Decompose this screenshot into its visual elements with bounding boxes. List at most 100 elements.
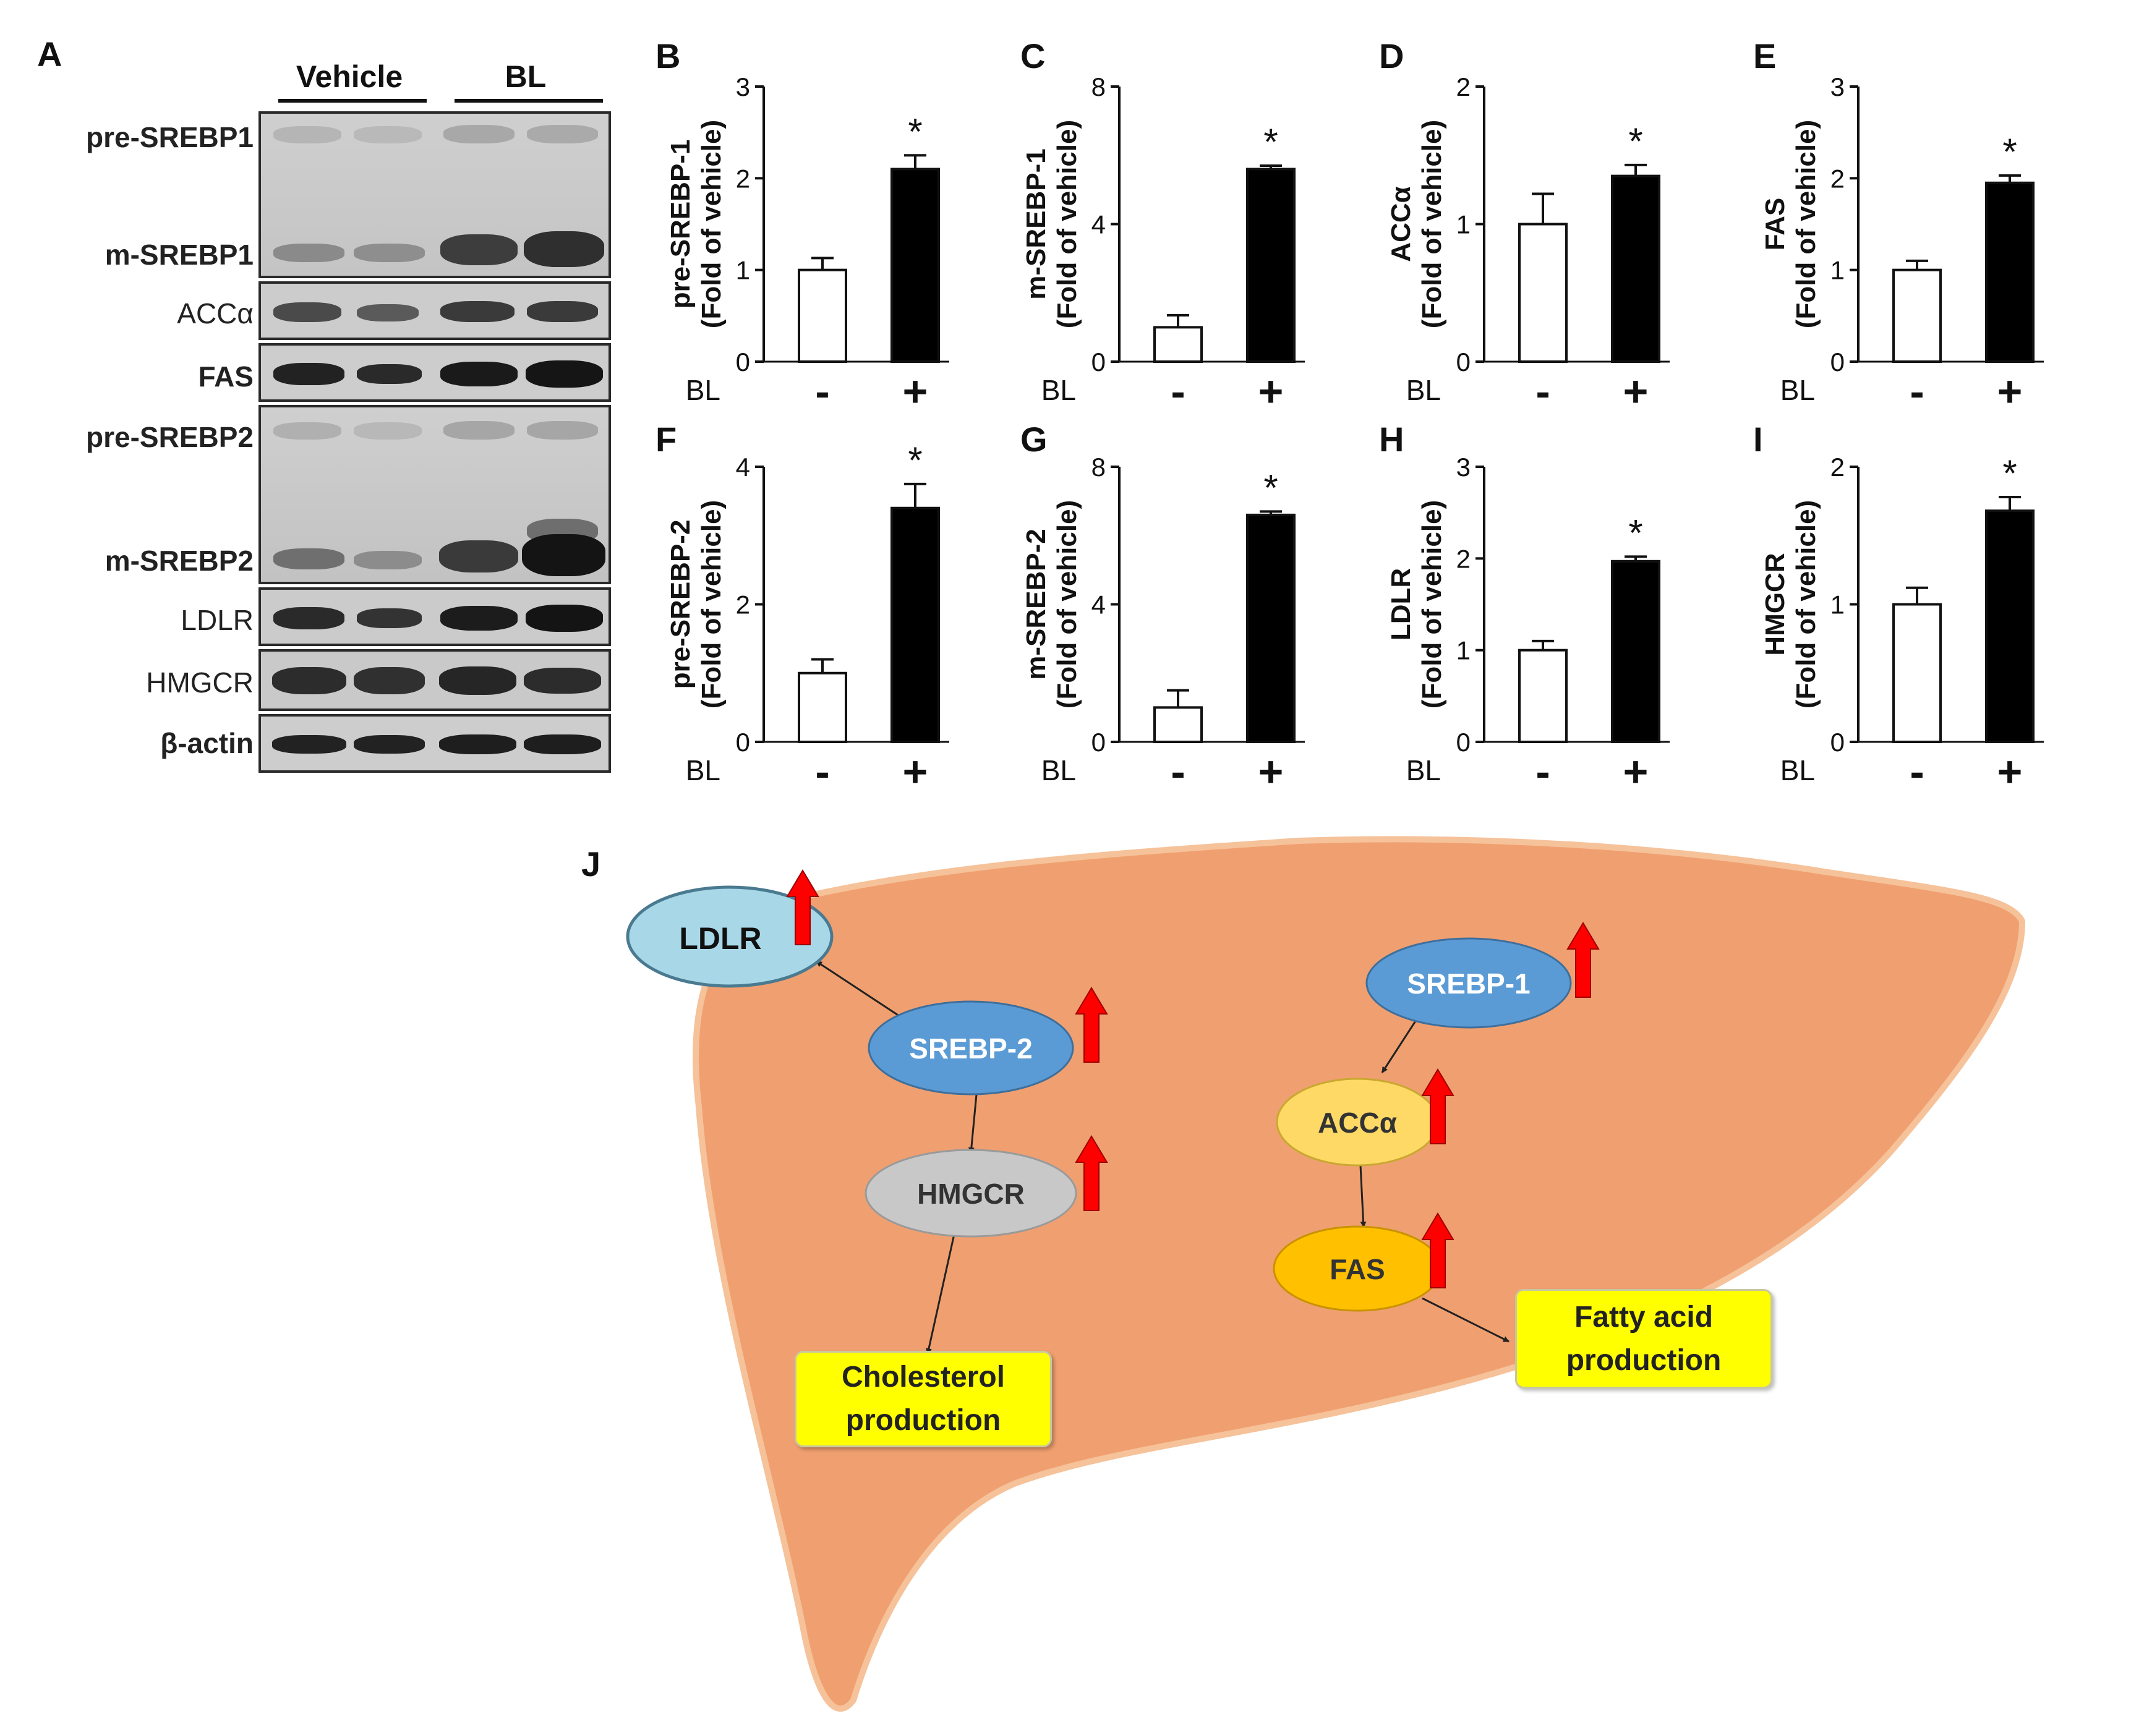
band-hmgcr-3 [439,666,516,695]
y-label-i-0: HMGCR [1760,553,1790,655]
node-acca: ACCα [1276,1078,1439,1167]
box-cholesterol-production: Cholesterol production [795,1351,1052,1447]
y-label-c-0: m-SREBP-1 [1021,148,1051,300]
bar-e-0 [1892,268,1942,363]
x-tick-label-g-0: - [1171,747,1185,796]
node-srebp2: SREBP-2 [868,1000,1074,1096]
blot-label-m-srebp2: m-SREBP2 [105,545,254,577]
y-label-f-1: (Fold of vehicle) [696,500,727,708]
y-label-g-1: (Fold of vehicle) [1052,500,1082,708]
blot-label-fas: FAS [198,360,254,393]
x-tick-label-h-1: + [1623,747,1649,796]
panel-letter-b: B [656,36,680,75]
band-actin-3 [439,734,516,754]
y-tick-label-f-2: 4 [736,453,750,482]
y-tick-label-e-3: 3 [1830,72,1845,101]
y-tick-label-e-1: 1 [1830,256,1845,285]
y-label-h-0: LDLR [1386,568,1416,640]
blot-label-hmgcr: HMGCR [146,666,254,699]
band-acca-4 [527,301,598,322]
band-pre-srebp1-3 [443,125,515,143]
node-srebp1-label: SREBP-1 [1407,968,1530,1000]
blot-label-beta-actin: β-actin [160,727,254,759]
band-fas-1 [273,363,344,385]
arrow-hmgcr-cholesterol [926,1214,960,1355]
panel-letter-d: D [1379,36,1404,75]
blot-labels: pre-SREBP1 m-SREBP1 ACCα FAS pre-SREBP2 … [25,0,254,804]
arrow-srebp1-acca [1381,1019,1417,1073]
blot-srebp1 [258,111,611,278]
band-ldlr-2 [357,608,422,628]
x-tick-label-c-1: + [1258,367,1284,415]
y-label-e-1: (Fold of vehicle) [1791,120,1821,328]
significance-d-1: * [1628,121,1642,162]
significance-b-1: * [908,111,922,152]
panel-letter-c: C [1020,36,1045,75]
x-label-e: BL [1780,374,1815,406]
node-hmgcr: HMGCR [865,1149,1077,1238]
bar-h-1 [1611,560,1660,743]
y-tick-label-i-2: 2 [1830,453,1845,482]
y-tick-label-d-0: 0 [1456,347,1471,377]
node-acca-label: ACCα [1318,1107,1397,1139]
y-label-d-1: (Fold of vehicle) [1417,120,1447,328]
up-arrow-hmgcr-icon [1075,1135,1108,1211]
band-pre-srebp1-2 [354,126,422,143]
band-m-srebp1-1 [273,244,344,262]
band-ldlr-4 [526,605,603,632]
band-hmgcr-4 [524,668,601,694]
band-m-srebp1-4 [524,231,604,267]
panel-letter-i: I [1753,420,1763,459]
significance-i-1: * [2002,453,2017,494]
y-label-h-1: (Fold of vehicle) [1417,500,1447,708]
bar-d-0 [1518,223,1568,363]
panel-letter-j: J [581,845,601,883]
y-label-d-0: ACCα [1386,186,1416,262]
panel-letter-e: E [1753,36,1776,75]
bar-b-1 [890,168,940,363]
panel-letter-a: A [37,35,62,74]
significance-h-1: * [1628,512,1642,553]
x-tick-label-f-1: + [903,747,928,796]
up-arrow-ldlr-icon [786,869,819,945]
x-tick-label-i-1: + [1997,747,2023,796]
y-label-b-1: (Fold of vehicle) [696,120,727,328]
bar-h-0 [1518,649,1568,743]
node-hmgcr-label: HMGCR [917,1178,1025,1210]
x-tick-label-d-1: + [1623,367,1649,415]
y-tick-label-b-3: 3 [736,72,750,101]
y-tick-label-h-1: 1 [1456,636,1471,665]
y-label-f-0: pre-SREBP-2 [665,520,696,689]
x-tick-label-e-1: + [1997,367,2023,415]
blot-label-ldlr: LDLR [181,604,254,636]
y-label-i-1: (Fold of vehicle) [1791,500,1821,708]
panel-letter-f: F [656,420,677,459]
band-m-srebp1-2 [354,244,425,262]
band-m-srebp2-4 [522,534,605,576]
up-arrow-srebp1-icon [1566,922,1600,998]
significance-f-1: * [908,440,922,481]
panel-letter-g: G [1020,420,1048,459]
y-tick-label-d-2: 2 [1456,72,1471,101]
y-tick-label-g-1: 4 [1091,590,1106,619]
x-tick-label-f-0: - [815,747,829,796]
node-srebp2-label: SREBP-2 [909,1032,1032,1065]
x-tick-label-g-1: + [1258,747,1284,796]
blot-acca [258,281,611,340]
blot-label-acca: ACCα [177,297,254,330]
bar-g-1 [1246,513,1296,743]
node-srebp1: SREBP-1 [1365,937,1572,1029]
y-tick-label-d-1: 1 [1456,210,1471,239]
y-tick-label-e-2: 2 [1830,164,1845,193]
blot-beta-actin [258,714,611,773]
band-fas-4 [526,360,603,388]
bar-d-1 [1611,174,1660,363]
x-label-i: BL [1780,754,1815,786]
blot-ldlr [258,587,611,646]
significance-g-1: * [1263,467,1278,508]
y-tick-label-h-3: 3 [1456,453,1471,482]
